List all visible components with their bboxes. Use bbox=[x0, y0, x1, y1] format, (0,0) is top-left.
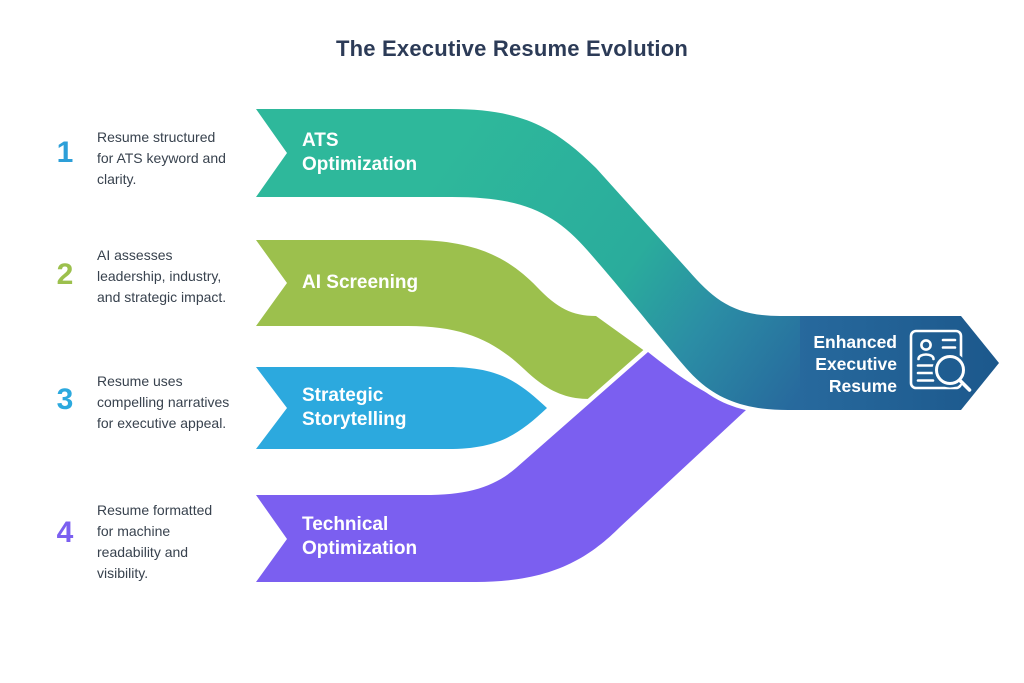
step-number-3: 3 bbox=[56, 383, 74, 416]
step-description-1: Resume structured for ATS keyword and cl… bbox=[97, 129, 226, 187]
band-label-ai-screening: AI Screening bbox=[302, 272, 419, 293]
band-label-technical-optimization: Technical Optimization bbox=[302, 514, 418, 559]
resume-magnifier-icon bbox=[909, 329, 972, 392]
result-label: Enhanced Executive Resume bbox=[813, 332, 897, 397]
band-label-ats-optimization: ATS Optimization bbox=[302, 130, 418, 175]
step-description-4: Resume formatted for machine readability… bbox=[97, 502, 213, 581]
step-number-2: 2 bbox=[56, 258, 74, 291]
step-description-2: AI assesses leadership, industry, and st… bbox=[97, 247, 227, 305]
band-ats-optimization bbox=[247, 104, 850, 415]
step-description-3: Resume uses compelling narratives for ex… bbox=[97, 373, 230, 431]
step-number-4: 4 bbox=[56, 516, 74, 549]
band-label-strategic-storytelling: Strategic Storytelling bbox=[302, 385, 407, 430]
band-strategic-storytelling bbox=[256, 367, 547, 449]
step-number-1: 1 bbox=[56, 136, 74, 169]
page-title: The Executive Resume Evolution bbox=[336, 36, 688, 61]
